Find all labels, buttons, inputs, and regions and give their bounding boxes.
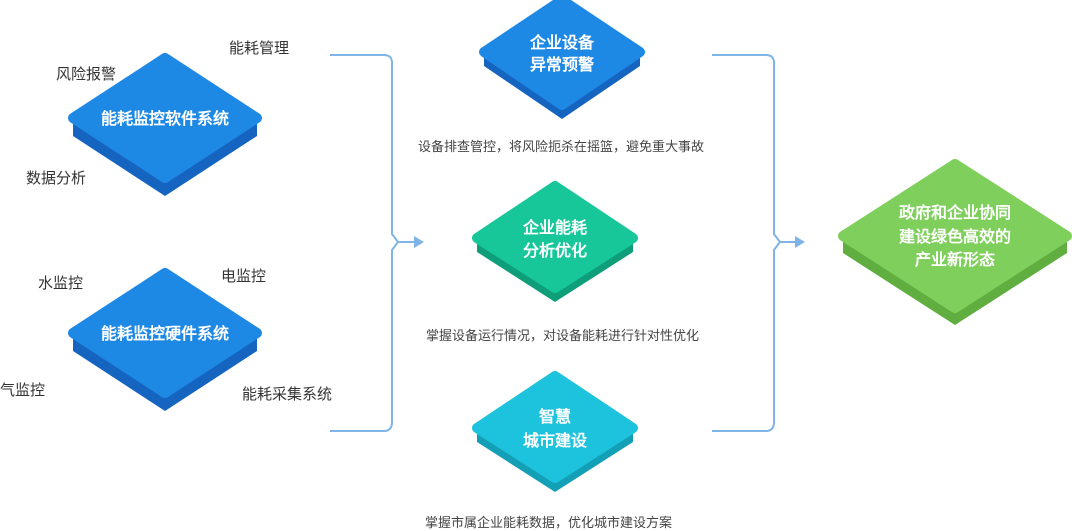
left-bracket-connector [330,54,400,432]
smart-city-diamond-line1: 智慧 [539,407,571,426]
middle-diamond-smart-city: 智慧 城市建设 [472,371,638,492]
software-diamond-top [68,53,262,183]
tag-gas-monitoring: 气监控 [0,381,46,399]
warning-diamond-line2: 异常预警 [530,55,594,74]
right-bracket-connector [712,54,782,432]
warning-diamond-top [479,0,645,110]
smart-city-diamond-line2: 城市建设 [523,431,588,450]
outcome-line1: 政府和企业协同 [899,203,1011,222]
outcome-diamond-top [838,159,1072,313]
outcome-line3: 产业新形态 [915,250,995,269]
smart-city-description: 掌握市属企业能耗数据，优化城市建设方案 [425,516,673,531]
middle-diamond-optimization: 企业能耗 分析优化 [472,181,638,302]
warning-description: 设备排查管控，将风险扼杀在摇篮，避免重大事故 [418,140,705,155]
tag-data-analysis: 数据分析 [26,169,87,187]
tag-electric-monitoring: 电监控 [221,267,267,285]
right-bracket-arrowhead [795,236,805,248]
tag-energy-management: 能耗管理 [229,39,290,57]
optimization-diamond-top [472,181,638,293]
tag-energy-collection: 能耗采集系统 [242,385,333,403]
outcome-diamond: 政府和企业协同 建设绿色高效的 产业新形态 [838,159,1072,325]
optimization-diamond-line1: 企业能耗 [522,218,587,237]
middle-diamond-warning: 企业设备 异常预警 [479,0,645,119]
outcome-diamond-side [843,236,1067,325]
hardware-system-label: 能耗监控硬件系统 [101,324,229,343]
software-system-label: 能耗监控软件系统 [101,109,229,128]
outcome-line2: 建设绿色高效的 [899,227,1011,246]
optimization-diamond-line2: 分析优化 [523,241,587,260]
software-system-diamond: 能耗监控软件系统 [68,53,262,196]
smart-city-diamond-top [472,371,638,483]
left-bracket-arrowhead [414,236,424,248]
hardware-system-diamond: 能耗监控硬件系统 [68,268,262,411]
tag-water-monitoring: 水监控 [38,274,84,292]
hardware-diamond-top [68,268,262,398]
tag-risk-alarm: 风险报警 [56,65,117,83]
optimization-description: 掌握设备运行情况，对设备能耗进行针对性优化 [426,329,700,344]
warning-diamond-line1: 企业设备 [529,33,595,52]
